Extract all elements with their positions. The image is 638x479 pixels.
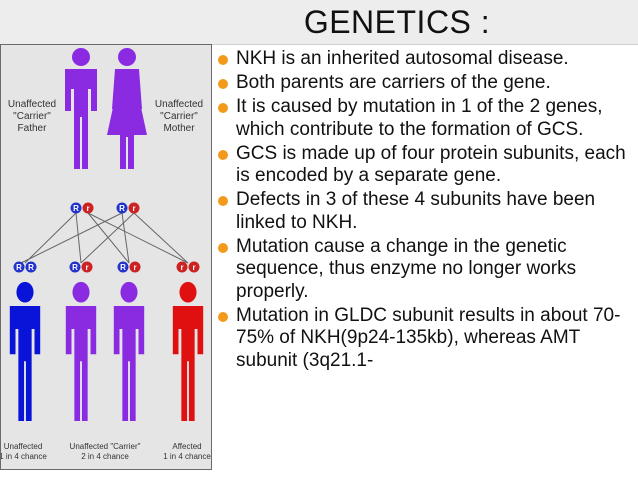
father-label-line3: Father <box>18 123 48 134</box>
child2-allele-2: r <box>85 263 88 272</box>
slide-title-text: GENETICS : <box>303 4 491 40</box>
child-carrier-1-figure <box>65 281 97 421</box>
bullet-text: Both parents are carriers of the gene. <box>236 72 551 93</box>
bullet-item: Defects in 3 of these 4 subunits have be… <box>216 189 634 234</box>
bullet-item: NKH is an inherited autosomal disease. <box>216 48 634 71</box>
mother-allele-recessive: r <box>132 204 135 213</box>
mother-label-line1: Unaffected <box>155 99 203 110</box>
child2-label-line1: Unaffected "Carrier" <box>70 442 141 451</box>
child-affected-figure <box>172 281 204 421</box>
child3-label-line2: 1 in 4 chance <box>163 452 211 461</box>
bullet-dot-icon <box>218 196 228 206</box>
child4-allele-1: r <box>180 263 183 272</box>
mother-allele-dominant: R <box>119 204 125 213</box>
bullet-item: Mutation in GLDC subunit results in abou… <box>216 305 634 373</box>
bullet-text: Mutation in GLDC subunit results in abou… <box>236 304 621 371</box>
child-unaffected-figure <box>9 281 41 421</box>
father-allele-dominant: R <box>73 204 79 213</box>
child2-allele-1: R <box>72 263 78 272</box>
bullet-dot-icon <box>218 55 228 65</box>
bullet-item: It is caused by mutation in 1 of the 2 g… <box>216 96 634 141</box>
bullet-item: Both parents are carriers of the gene. <box>216 72 634 95</box>
bullet-text: Defects in 3 of these 4 subunits have be… <box>236 189 596 233</box>
bullet-list: NKH is an inherited autosomal disease. B… <box>216 48 634 374</box>
child-carrier-2-figure <box>113 281 145 421</box>
child3-label-line1: Affected <box>172 442 201 451</box>
father-label-line2: "Carrier" <box>13 111 51 122</box>
mother-label-line2: "Carrier" <box>160 111 198 122</box>
bullet-dot-icon <box>218 311 228 322</box>
father-label-line1: Unaffected <box>8 99 56 110</box>
inheritance-lines <box>20 212 189 264</box>
child1-label-line2: 1 in 4 chance <box>1 452 47 461</box>
bullet-item: Mutation cause a change in the genetic s… <box>216 236 634 304</box>
inheritance-diagram-svg: Unaffected "Carrier" Father Unaffected "… <box>0 48 211 461</box>
child2-label-line2: 2 in 4 chance <box>81 452 129 461</box>
child1-allele-2: R <box>28 263 34 272</box>
bullet-item: GCS is made up of four protein subunits,… <box>216 143 634 188</box>
mother-figure <box>107 48 147 169</box>
child4-allele-2: r <box>192 263 195 272</box>
mother-label-line3: Mother <box>163 123 195 134</box>
bullet-text: NKH is an inherited autosomal disease. <box>236 48 569 69</box>
bullet-text: Mutation cause a change in the genetic s… <box>236 235 577 302</box>
child1-label-line1: Unaffected <box>4 442 43 451</box>
slide-title: GENETICS : <box>0 0 638 45</box>
child3-allele-1: R <box>120 263 126 272</box>
bullet-text: GCS is made up of four protein subunits,… <box>236 142 626 187</box>
father-allele-recessive: r <box>86 204 89 213</box>
child1-allele-1: R <box>16 263 22 272</box>
bullet-text: It is caused by mutation in 1 of the 2 g… <box>236 96 603 140</box>
bullet-dot-icon <box>218 149 228 160</box>
bullet-dot-icon <box>218 79 228 89</box>
father-figure <box>65 48 97 169</box>
inheritance-diagram: Unaffected "Carrier" Father Unaffected "… <box>0 44 212 470</box>
bullet-dot-icon <box>218 242 228 253</box>
bullet-dot-icon <box>218 103 228 113</box>
child3-allele-2: r <box>133 263 136 272</box>
